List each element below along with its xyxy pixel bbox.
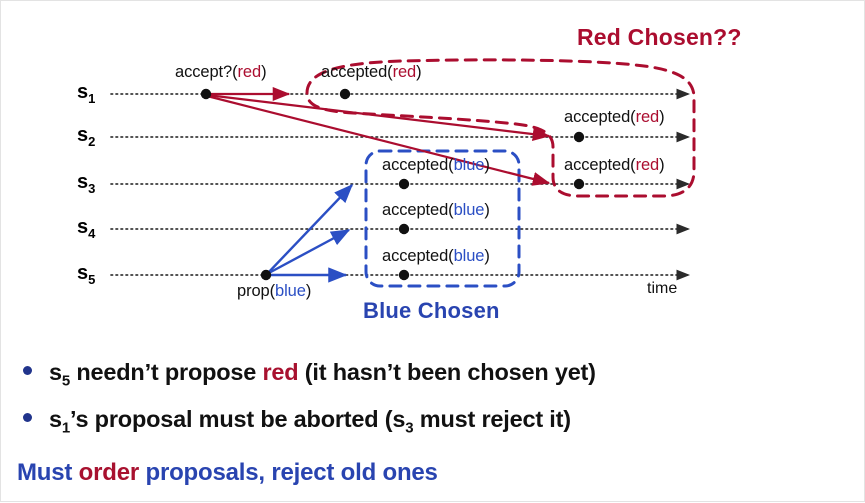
blue-message-arrows xyxy=(266,183,353,283)
seg: s xyxy=(49,359,62,385)
event-value: red xyxy=(635,156,660,174)
bullet-item-2: s1’s proposal must be aborted (s3 must r… xyxy=(23,406,571,437)
event-dot-accepted-red-s1 xyxy=(339,88,351,100)
event-label-prop-blue-s5: prop(blue) xyxy=(237,282,311,301)
bullet-dot-icon xyxy=(23,413,32,422)
event-label-accepted-blue-s5: accepted(blue) xyxy=(382,247,490,266)
server-label-s5-index: 5 xyxy=(88,272,96,287)
red-arrow-s1-to-s3 xyxy=(206,94,551,186)
event-value: red xyxy=(237,63,262,81)
event-prefix: accepted( xyxy=(382,156,454,174)
server-label-s2: s2 xyxy=(77,124,95,149)
red-message-arrows xyxy=(206,86,551,186)
event-suffix: ) xyxy=(659,156,665,174)
seg-red: red xyxy=(262,359,299,385)
red-chosen-annotation: Red Chosen?? xyxy=(577,24,742,50)
diagram-vector-layer xyxy=(110,58,696,288)
server-label-s4-index: 4 xyxy=(88,226,96,241)
event-value: blue xyxy=(453,156,485,174)
seg: proposals, reject old ones xyxy=(139,459,438,486)
event-dot-accepted-blue-s3 xyxy=(398,178,410,190)
event-suffix: ) xyxy=(484,201,490,219)
seg: needn’t propose xyxy=(70,359,263,385)
server-label-s3-name: s xyxy=(77,171,89,193)
bullet-item-1: s5 needn’t propose red (it hasn’t been c… xyxy=(23,359,596,390)
event-value: blue xyxy=(275,282,306,300)
server-label-s3-index: 3 xyxy=(88,181,96,196)
blue-arrow-s5-to-s4 xyxy=(266,228,351,276)
red-chosen-envelope xyxy=(305,58,696,198)
blue-chosen-annotation: Blue Chosen xyxy=(363,298,500,323)
event-suffix: ) xyxy=(261,63,267,81)
server-label-s2-index: 2 xyxy=(88,134,96,149)
server-label-s4-name: s xyxy=(77,216,89,238)
event-value: blue xyxy=(453,247,485,265)
seg: must reject it) xyxy=(413,406,571,432)
time-axis-label: time xyxy=(647,280,678,297)
server-label-s1-name: s xyxy=(77,81,89,103)
bullet-dot-icon xyxy=(23,366,32,375)
event-label-accept-red-s1: accept?(red) xyxy=(175,63,267,82)
seg: ’s proposal must be aborted (s xyxy=(70,406,406,432)
event-dots xyxy=(200,88,585,281)
event-prefix: accepted( xyxy=(564,156,636,174)
seg: s xyxy=(49,406,62,432)
event-prefix: accept?( xyxy=(175,63,238,81)
event-dot-prop-blue-s5 xyxy=(260,269,272,281)
event-suffix: ) xyxy=(659,108,665,126)
seg: (it hasn’t been chosen yet) xyxy=(298,359,596,385)
bullet-item-2-text: s1’s proposal must be aborted (s3 must r… xyxy=(49,406,571,437)
paxos-timeline-diagram: s1 s2 s3 s4 s5 accept?(red) accepted(red… xyxy=(1,1,865,346)
event-prefix: accepted( xyxy=(382,201,454,219)
event-prefix: prop( xyxy=(237,282,276,300)
event-dot-accept-red-s1 xyxy=(200,88,212,100)
event-dot-accepted-red-s2 xyxy=(573,131,585,143)
server-label-s5: s5 xyxy=(77,262,95,287)
event-suffix: ) xyxy=(416,63,422,81)
event-value: blue xyxy=(453,201,485,219)
seg: Must xyxy=(17,459,79,486)
seg-sub: 3 xyxy=(405,419,414,437)
blue-chosen-box xyxy=(364,149,521,288)
red-arrow-s1-to-s2 xyxy=(206,93,551,142)
event-label-accepted-red-s3: accepted(red) xyxy=(564,156,665,175)
server-label-s5-name: s xyxy=(77,262,89,284)
event-value: red xyxy=(635,108,660,126)
event-prefix: accepted( xyxy=(564,108,636,126)
seg-sub: 1 xyxy=(61,419,71,437)
event-suffix: ) xyxy=(484,156,490,174)
event-suffix: ) xyxy=(305,282,312,300)
seg-sub: 5 xyxy=(61,372,71,390)
event-dot-accepted-blue-s4 xyxy=(398,223,410,235)
seg-red: order xyxy=(78,459,140,486)
event-dot-accepted-blue-s5 xyxy=(398,269,410,281)
closing-statement: Must order proposals, reject old ones xyxy=(17,459,438,487)
server-label-s2-name: s xyxy=(77,124,89,146)
bullet-list: s5 needn’t propose red (it hasn’t been c… xyxy=(1,349,865,503)
event-prefix: accepted( xyxy=(382,247,454,265)
event-label-accepted-blue-s4: accepted(blue) xyxy=(382,201,490,220)
server-label-s4: s4 xyxy=(77,216,95,241)
server-label-s1: s1 xyxy=(77,81,95,106)
event-prefix: accepted( xyxy=(321,63,393,81)
event-label-accepted-red-s2: accepted(red) xyxy=(564,108,665,127)
server-label-s1-index: 1 xyxy=(88,91,96,106)
server-label-s3: s3 xyxy=(77,171,95,196)
bullet-item-1-text: s5 needn’t propose red (it hasn’t been c… xyxy=(49,359,596,390)
blue-arrow-s5-to-s3 xyxy=(266,183,353,275)
event-value: red xyxy=(392,63,417,81)
event-dot-accepted-red-s3 xyxy=(573,178,585,190)
event-label-accepted-blue-s3: accepted(blue) xyxy=(382,156,490,175)
event-suffix: ) xyxy=(484,247,490,265)
event-label-accepted-red-s1: accepted(red) xyxy=(321,63,422,82)
